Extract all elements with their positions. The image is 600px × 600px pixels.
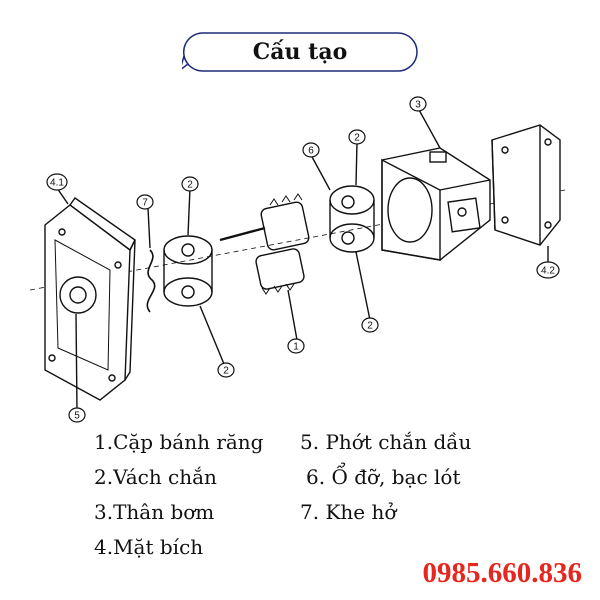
callout-3: 3 (415, 100, 421, 111)
callout-4-2: 4.2 (541, 266, 555, 277)
exploded-pump-diagram: 4.1 7 2 2 6 2 3 1 2 5 4.2 (29, 96, 566, 423)
gear-pair (219, 193, 310, 295)
callout-5: 5 (74, 411, 80, 422)
legend-item-2: 2.Vách chắn (94, 465, 217, 489)
flange-back (491, 124, 561, 246)
legend-item-1: 1.Cặp bánh răng (94, 430, 264, 454)
callout-7: 7 (142, 198, 148, 209)
phone-number: 0985.660.836 (422, 557, 583, 589)
page-title: Cấu tạo (252, 39, 348, 65)
title-bubble (182, 32, 418, 72)
pump-body (381, 147, 491, 261)
bushing-right (329, 185, 375, 253)
legend-item-3: 3.Thân bơm (94, 500, 215, 524)
callout-1: 1 (293, 342, 299, 353)
legend-item-4: 4.Mặt bích (94, 535, 204, 559)
callout-2-bottom-left: 2 (223, 366, 229, 377)
legend-item-5: 5. Phớt chắn dầu (300, 430, 472, 454)
legend-item-7: 7. Khe hở (300, 500, 397, 524)
callout-6: 6 (308, 146, 314, 157)
callout-2-top-left: 2 (187, 180, 193, 191)
legend-item-6: 6. Ổ đỡ, bạc lót (306, 465, 461, 489)
callout-2-top-right: 2 (354, 133, 360, 144)
bushing-left (163, 235, 213, 307)
callout-2-bottom-right: 2 (367, 321, 373, 332)
callout-4-1: 4.1 (50, 178, 64, 189)
flange-front (44, 197, 136, 401)
clearance-spring (146, 249, 156, 313)
